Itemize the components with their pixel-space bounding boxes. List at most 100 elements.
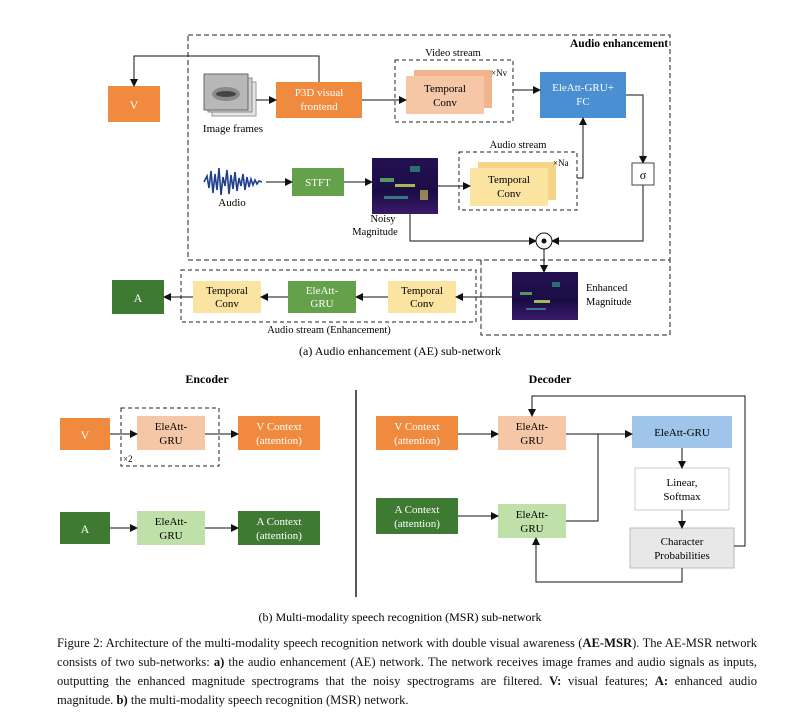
figure-caption: Figure 2: Architecture of the multi-moda… (57, 634, 757, 710)
video-stream-label: Video stream (425, 48, 481, 59)
encoder-title: Encoder (185, 372, 229, 386)
multiply-dot-icon (541, 238, 547, 244)
p3d-label-line1: P3D visual (295, 87, 344, 99)
enh-temporal-conv-right-line2: Conv (410, 298, 434, 310)
architecture-figure: Audio enhancement V Image frames P3D vis… (60, 34, 746, 624)
sigma-to-multiply-arrow (551, 185, 644, 245)
fusion-label-line2: FC (576, 96, 589, 108)
enh-eleatt-gru-box (288, 281, 356, 313)
enh-temporal-conv-left-box (193, 281, 261, 313)
dec-a-gru-line1: EleAtt- (516, 509, 549, 521)
enh-temporal-conv-right-line1: Temporal (401, 285, 443, 297)
enc-v-label: V (81, 428, 90, 442)
caption-text-5: enhanced audio magnitude. (57, 674, 757, 707)
enc-repeat-label: ×2 (123, 454, 133, 464)
linear-softmax-line2: Softmax (663, 491, 701, 503)
enhanced-label-line2: Magnitude (586, 297, 632, 308)
character-probabilities-line2: Probabilities (654, 550, 710, 562)
image-frames-label: Image frames (203, 123, 263, 135)
caption-text-2: ). The AE-MSR network consists of two su… (57, 636, 757, 669)
enc-repeat-dashed-box (120, 407, 220, 467)
caption-text-4: visual features; (561, 674, 655, 688)
caption-text-3: the audio enhancement (AE) network. The … (57, 655, 758, 688)
fusion-gru-fc-box (540, 72, 626, 118)
ae-v-box (108, 86, 160, 122)
dec-v-context-line1: V Context (394, 421, 439, 433)
dec-eleatt-gru-label: EleAtt-GRU (654, 427, 710, 439)
enhanced-label-line1: Enhanced (586, 283, 628, 294)
stft-label: STFT (305, 177, 331, 189)
msr-subcaption: (b) Multi-modality speech recognition (M… (259, 610, 542, 624)
feedback-to-a-gru-arrow (532, 537, 683, 583)
enc-a-label: A (81, 522, 90, 536)
sigma-label: σ (640, 168, 647, 182)
noisy-magnitude-spectrogram (372, 158, 438, 214)
enhanced-magnitude-spectrogram (512, 272, 578, 320)
audio-stream-label: Audio stream (490, 140, 547, 151)
caption-bold-b: b) (116, 693, 128, 707)
enc-v-box (60, 418, 110, 450)
stft-box (292, 168, 344, 196)
decoder-title: Decoder (529, 372, 572, 386)
video-temporal-conv-line1: Temporal (424, 83, 466, 95)
enc-v-context-box (238, 416, 320, 450)
dec-v-context-box (376, 416, 458, 450)
dec-v-gru-line1: EleAtt- (516, 421, 549, 433)
audio-conv-to-fusion-arrow (577, 117, 587, 179)
enc-a-gru-line2: GRU (159, 530, 182, 542)
dec-a-context-line1: A Context (395, 504, 440, 516)
ae-region-extension (480, 260, 671, 336)
fusion-label-line1: EleAtt-GRU+ (552, 82, 614, 94)
noisy-to-multiply-arrow (409, 214, 537, 245)
enh-eleatt-line2: GRU (310, 298, 333, 310)
caption-bold-ae-msr: AE-MSR (582, 636, 633, 650)
dec-agru-to-gru-line (566, 434, 599, 522)
caption-bold-v: V: (549, 674, 562, 688)
dec-v-gru-box (498, 416, 566, 450)
dec-a-context-box (376, 498, 458, 534)
audio-temporal-conv-box (470, 168, 548, 206)
ae-a-box (112, 280, 164, 314)
dec-a-gru-box (498, 504, 566, 538)
enc-a-context-line2: (attention) (256, 530, 302, 542)
linear-softmax-line1: Linear, (666, 477, 697, 489)
audio-enhancement-stream-box (180, 269, 477, 323)
p3d-to-v-arrow (130, 55, 320, 87)
audio-temporal-conv-line1: Temporal (488, 174, 530, 186)
enc-v-context-line2: (attention) (256, 435, 302, 447)
audio-temporal-conv-line2: Conv (497, 188, 521, 200)
ae-subcaption: (a) Audio enhancement (AE) sub-network (299, 344, 501, 358)
enc-v-context-line1: V Context (256, 421, 301, 433)
video-stream-dashed-box (394, 59, 514, 123)
video-temporal-conv-line2: Conv (433, 97, 457, 109)
audio-waveform (203, 167, 263, 196)
enh-eleatt-line1: EleAtt- (306, 285, 339, 297)
caption-text-6: the multi-modality speech recognition (M… (127, 693, 409, 707)
audio-label: Audio (218, 197, 246, 209)
character-probabilities-line1: Character (661, 536, 704, 548)
enc-a-box (60, 512, 110, 544)
enh-temporal-conv-right-box (388, 281, 456, 313)
ae-region-border (187, 34, 671, 261)
caption-text-1: Figure 2: Architecture of the multi-moda… (57, 636, 583, 650)
dec-a-context-line2: (attention) (394, 518, 440, 530)
ae-region-title: Audio enhancement (570, 38, 668, 50)
feedback-to-v-gru-arrow (528, 395, 746, 547)
audio-enhancement-stream-label: Audio stream (Enhancement) (267, 325, 391, 336)
character-probabilities-box (629, 527, 735, 569)
enc-a-context-box (238, 511, 320, 545)
enc-v-gru-line2: GRU (159, 435, 182, 447)
caption-bold-a-colon: A: (654, 674, 669, 688)
video-repeat-label: ×Nv (491, 68, 508, 78)
dec-eleatt-gru-box (632, 416, 732, 448)
enc-a-gru-box (137, 511, 205, 545)
enh-temporal-conv-left-line1: Temporal (206, 285, 248, 297)
enc-v-gru-line1: EleAtt- (155, 421, 188, 433)
enc-a-context-line1: A Context (257, 516, 302, 528)
enh-temporal-conv-left-line2: Conv (215, 298, 239, 310)
dec-v-gru-line2: GRU (520, 435, 543, 447)
ae-a-label: A (134, 291, 143, 305)
dec-a-gru-line2: GRU (520, 523, 543, 535)
p3d-frontend-box (276, 82, 362, 118)
